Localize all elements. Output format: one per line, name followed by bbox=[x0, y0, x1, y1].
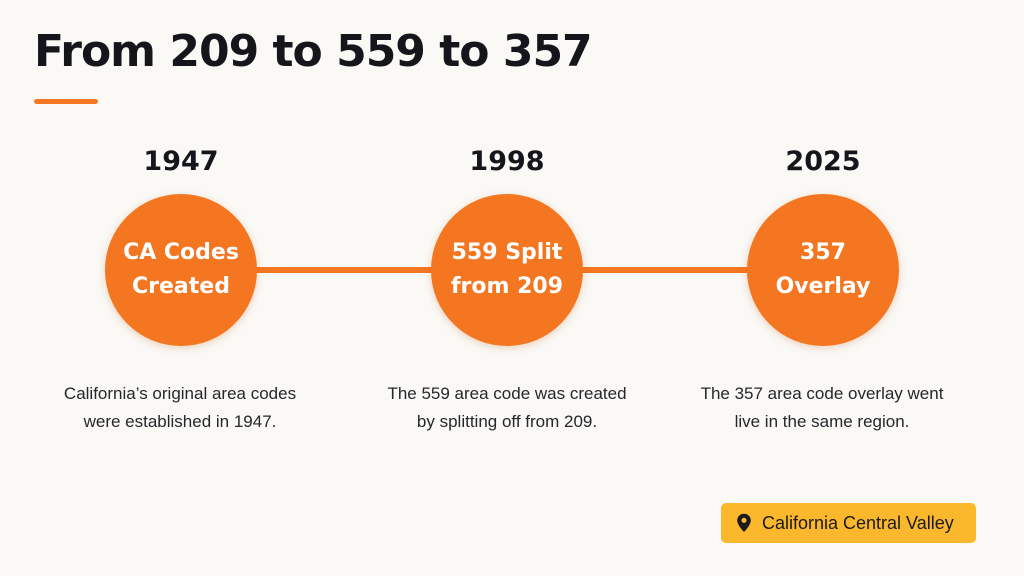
map-pin-icon bbox=[737, 513, 751, 532]
location-tag: California Central Valley bbox=[721, 503, 976, 543]
page-title: From 209 to 559 to 357 bbox=[34, 26, 593, 77]
milestone-year-1947: 1947 bbox=[143, 146, 219, 177]
milestone-circle-1947: CA Codes Created bbox=[105, 194, 257, 346]
milestone-description-2025: The 357 area code overlay went live in t… bbox=[700, 384, 944, 431]
milestone-circle-1998: 559 Split from 209 bbox=[431, 194, 583, 346]
milestone-description-1998: The 559 area code was created by splitti… bbox=[387, 384, 627, 431]
milestone-year-1998: 1998 bbox=[469, 146, 545, 177]
milestone-year-2025: 2025 bbox=[785, 146, 861, 177]
milestone-label: CA Codes Created bbox=[123, 240, 239, 299]
milestone-description-1947: California’s original area codes were es… bbox=[63, 384, 297, 431]
title-underline bbox=[34, 99, 98, 104]
location-tag-label: California Central Valley bbox=[762, 512, 954, 533]
milestone-label: 559 Split from 209 bbox=[450, 240, 564, 299]
milestone-label: 357 Overlay bbox=[775, 240, 871, 299]
milestone-circle-2025: 357 Overlay bbox=[747, 194, 899, 346]
